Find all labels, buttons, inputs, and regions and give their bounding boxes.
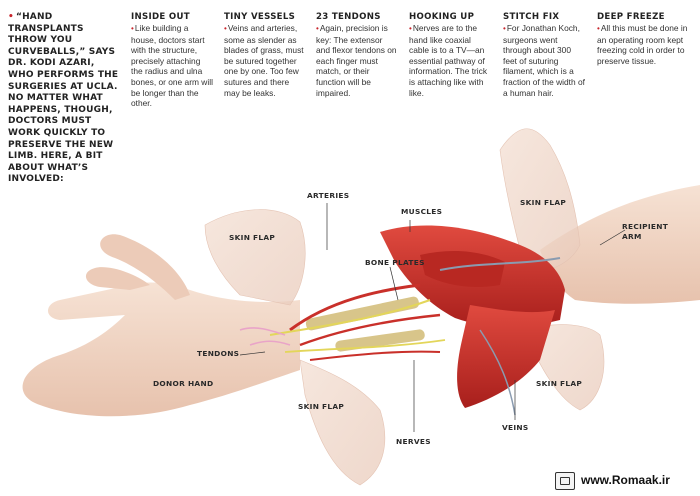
artery-2 (299, 313, 441, 347)
site-logo-icon (555, 472, 575, 490)
label-nerves: NERVES (396, 437, 431, 446)
hand-transplant-illustration (22, 128, 700, 486)
column-bullet: • (597, 24, 600, 33)
artery-3 (309, 350, 441, 361)
recipient-arm (540, 185, 700, 304)
column-title: 23 TENDONS (316, 12, 381, 22)
column-inside-out: INSIDE OUT •Like building a house, docto… (131, 12, 213, 109)
artery-1 (289, 283, 421, 332)
column-bullet: • (224, 24, 227, 33)
label-skin-flap-bottom: SKIN FLAP (298, 402, 345, 411)
column-deep-freeze: DEEP FREEZE •All this must be done in an… (597, 12, 689, 66)
label-muscles: MUSCLES (401, 207, 443, 216)
bone-plate-lower (335, 329, 425, 352)
column-text: •For Jonathan Koch, surgeons went throug… (503, 23, 585, 98)
muscle-lower (457, 305, 555, 408)
intro-text: •“HAND TRANSPLANTS THROW YOU CURVEBALLS,… (8, 12, 120, 186)
vein-2 (479, 329, 516, 416)
column-bullet: • (316, 24, 319, 33)
bone-plate-upper (305, 296, 420, 331)
column-text: •Like building a house, doctors start wi… (131, 23, 213, 109)
leader-lines (239, 203, 626, 432)
muscle-upper (420, 250, 505, 287)
vein-1 (439, 257, 561, 271)
column-title: DEEP FREEZE (597, 12, 665, 22)
intro-bullet: • (8, 12, 14, 22)
column-text: •All this must be done in an operating r… (597, 23, 688, 66)
column-23-tendons: 23 TENDONS •Again, precision is key: The… (316, 12, 398, 98)
skin-flap-bottom (299, 359, 386, 486)
tendons (239, 327, 291, 346)
column-title: INSIDE OUT (131, 12, 190, 22)
label-veins: VEINS (502, 423, 529, 432)
column-text: •Again, precision is key: The extensor a… (316, 23, 397, 98)
skin-flap-right (524, 324, 605, 411)
label-skin-flap-right: SKIN FLAP (536, 379, 583, 388)
label-bone-plates: BONE PLATES (365, 258, 425, 267)
label-recipient-arm: RECIPIENT ARM (622, 222, 669, 241)
column-text: •Veins and arteries, some as slender as … (224, 23, 304, 98)
skin-flap-top-right (499, 128, 581, 272)
column-hooking-up: HOOKING UP •Nerves are to the hand like … (409, 12, 491, 98)
label-skin-flap-top-right: SKIN FLAP (520, 198, 567, 207)
column-text: •Nerves are to the hand like coaxial cab… (409, 23, 488, 98)
column-title: STITCH FIX (503, 12, 560, 22)
label-tendons: TENDONS (197, 349, 240, 358)
intro-body: “HAND TRANSPLANTS THROW YOU CURVEBALLS,”… (8, 12, 119, 185)
column-bullet: • (131, 24, 134, 33)
column-tiny-vessels: TINY VESSELS •Veins and arteries, some a… (224, 12, 304, 98)
label-arteries: ARTERIES (307, 191, 350, 200)
column-title: TINY VESSELS (224, 12, 296, 22)
label-skin-flap-top-left: SKIN FLAP (229, 233, 276, 242)
skin-flap-top-left (204, 209, 306, 306)
nerve-2 (284, 339, 446, 353)
column-bullet: • (503, 24, 506, 33)
label-donor-hand: DONOR HAND (153, 379, 214, 388)
column-title: HOOKING UP (409, 12, 475, 22)
column-stitch-fix: STITCH FIX •For Jonathan Koch, surgeons … (503, 12, 585, 98)
site-url: www.Romaak.ir (581, 473, 670, 487)
watermark: www.Romaak.ir (555, 470, 695, 490)
nerve-1 (269, 299, 431, 336)
column-bullet: • (409, 24, 412, 33)
thumb (100, 234, 190, 300)
index-finger (85, 267, 150, 290)
donor-hand (22, 282, 300, 417)
